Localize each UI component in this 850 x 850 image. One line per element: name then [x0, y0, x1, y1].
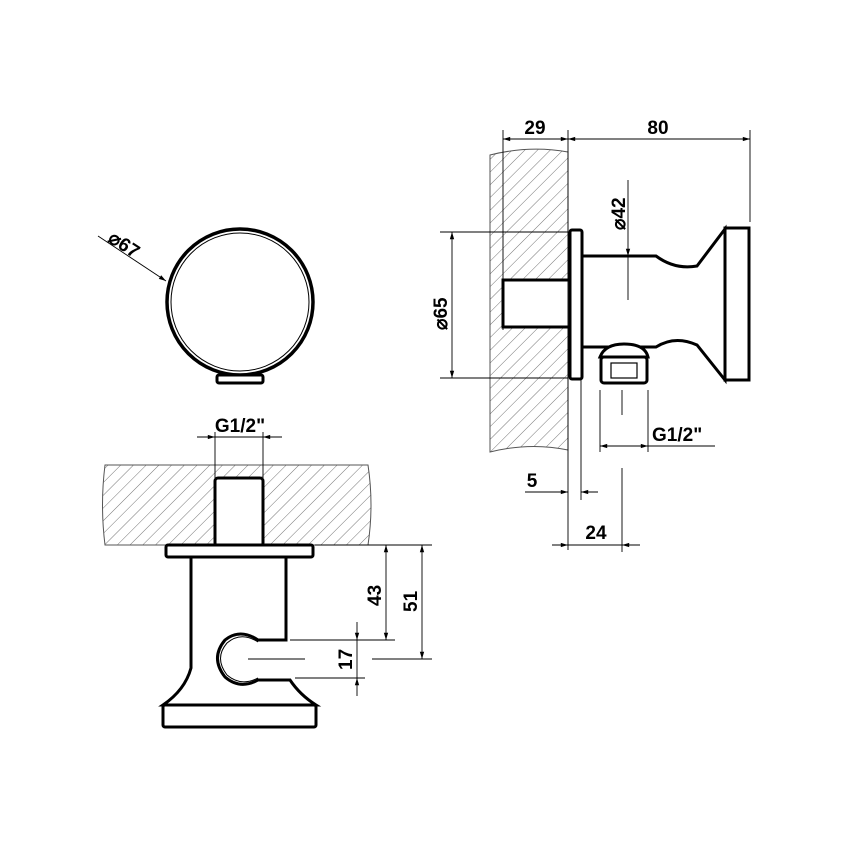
bottom-view: G1/2" 43 51 17	[102, 416, 432, 729]
wall-stub	[501, 278, 573, 329]
outlet-nut	[599, 355, 649, 385]
flange-inner	[170, 232, 310, 372]
dim-65-label: ⌀65	[431, 297, 452, 330]
dim-17-label: 17	[336, 649, 357, 670]
dim-80-label: 80	[647, 118, 668, 139]
wall-flange	[568, 228, 584, 381]
dim-g12-side-label: G1/2"	[652, 425, 702, 446]
flange-circle	[165, 227, 315, 377]
outlet-nut-cap	[597, 342, 650, 359]
dim-42-label: ⌀42	[609, 197, 630, 230]
dim-5-label: 5	[527, 471, 538, 492]
side-view: 29 80 ⌀42 ⌀65 G1/2" 5 24	[431, 118, 751, 552]
base-disk	[161, 703, 318, 729]
dim-29-label: 29	[524, 118, 545, 139]
dim-g12-bottom-label: G1/2"	[215, 416, 265, 437]
dim-43-label: 43	[365, 585, 386, 606]
end-cap	[723, 226, 751, 382]
hook-inner	[220, 636, 259, 683]
holder-body	[158, 555, 322, 707]
dim-67-label: ⌀67	[104, 228, 143, 263]
dim-24-label: 24	[585, 523, 607, 544]
nut-flat	[610, 362, 638, 379]
wall-flange	[164, 543, 315, 559]
front-view: ⌀67	[97, 227, 315, 385]
wall-stub	[213, 476, 265, 548]
dim-line-67	[97, 235, 167, 282]
outlet-tab	[215, 373, 265, 385]
dim-51-label: 51	[401, 590, 422, 612]
